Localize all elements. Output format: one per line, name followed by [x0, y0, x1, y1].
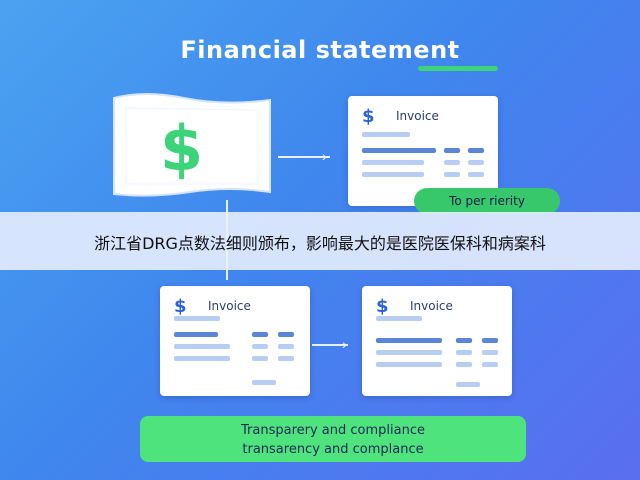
- title-underline: [418, 66, 498, 71]
- dollar-icon: $: [376, 296, 389, 317]
- headline-banner: [0, 212, 640, 270]
- priority-badge: To per rierity: [414, 188, 560, 214]
- dollar-sign: $: [160, 112, 204, 185]
- compliance-line-2: transarency and complance: [242, 442, 424, 457]
- compliance-line-1: Transparery and compliance: [241, 423, 425, 438]
- invoice-card: $ Invoice: [362, 286, 512, 396]
- connector-arrow: [312, 344, 348, 346]
- page-title: Financial statement: [180, 36, 460, 64]
- headline-text: 浙江省DRG点数法细则颁布，影响最大的是医院医保科和病案科: [94, 234, 546, 253]
- arrow-head-icon: ›: [322, 148, 327, 164]
- arrow-head-icon: ›: [342, 336, 347, 352]
- dollar-bill-icon: $: [104, 92, 276, 200]
- dollar-icon: $: [362, 106, 375, 127]
- invoice-label: Invoice: [396, 109, 439, 123]
- invoice-label: Invoice: [208, 299, 251, 313]
- invoice-card: $ Invoice: [160, 286, 310, 396]
- invoice-label: Invoice: [410, 299, 453, 313]
- dollar-icon: $: [174, 296, 187, 317]
- compliance-box: Transparery and compliance transarency a…: [140, 416, 526, 462]
- invoice-card: $ Invoice: [348, 96, 498, 206]
- connector-arrow: [278, 156, 330, 158]
